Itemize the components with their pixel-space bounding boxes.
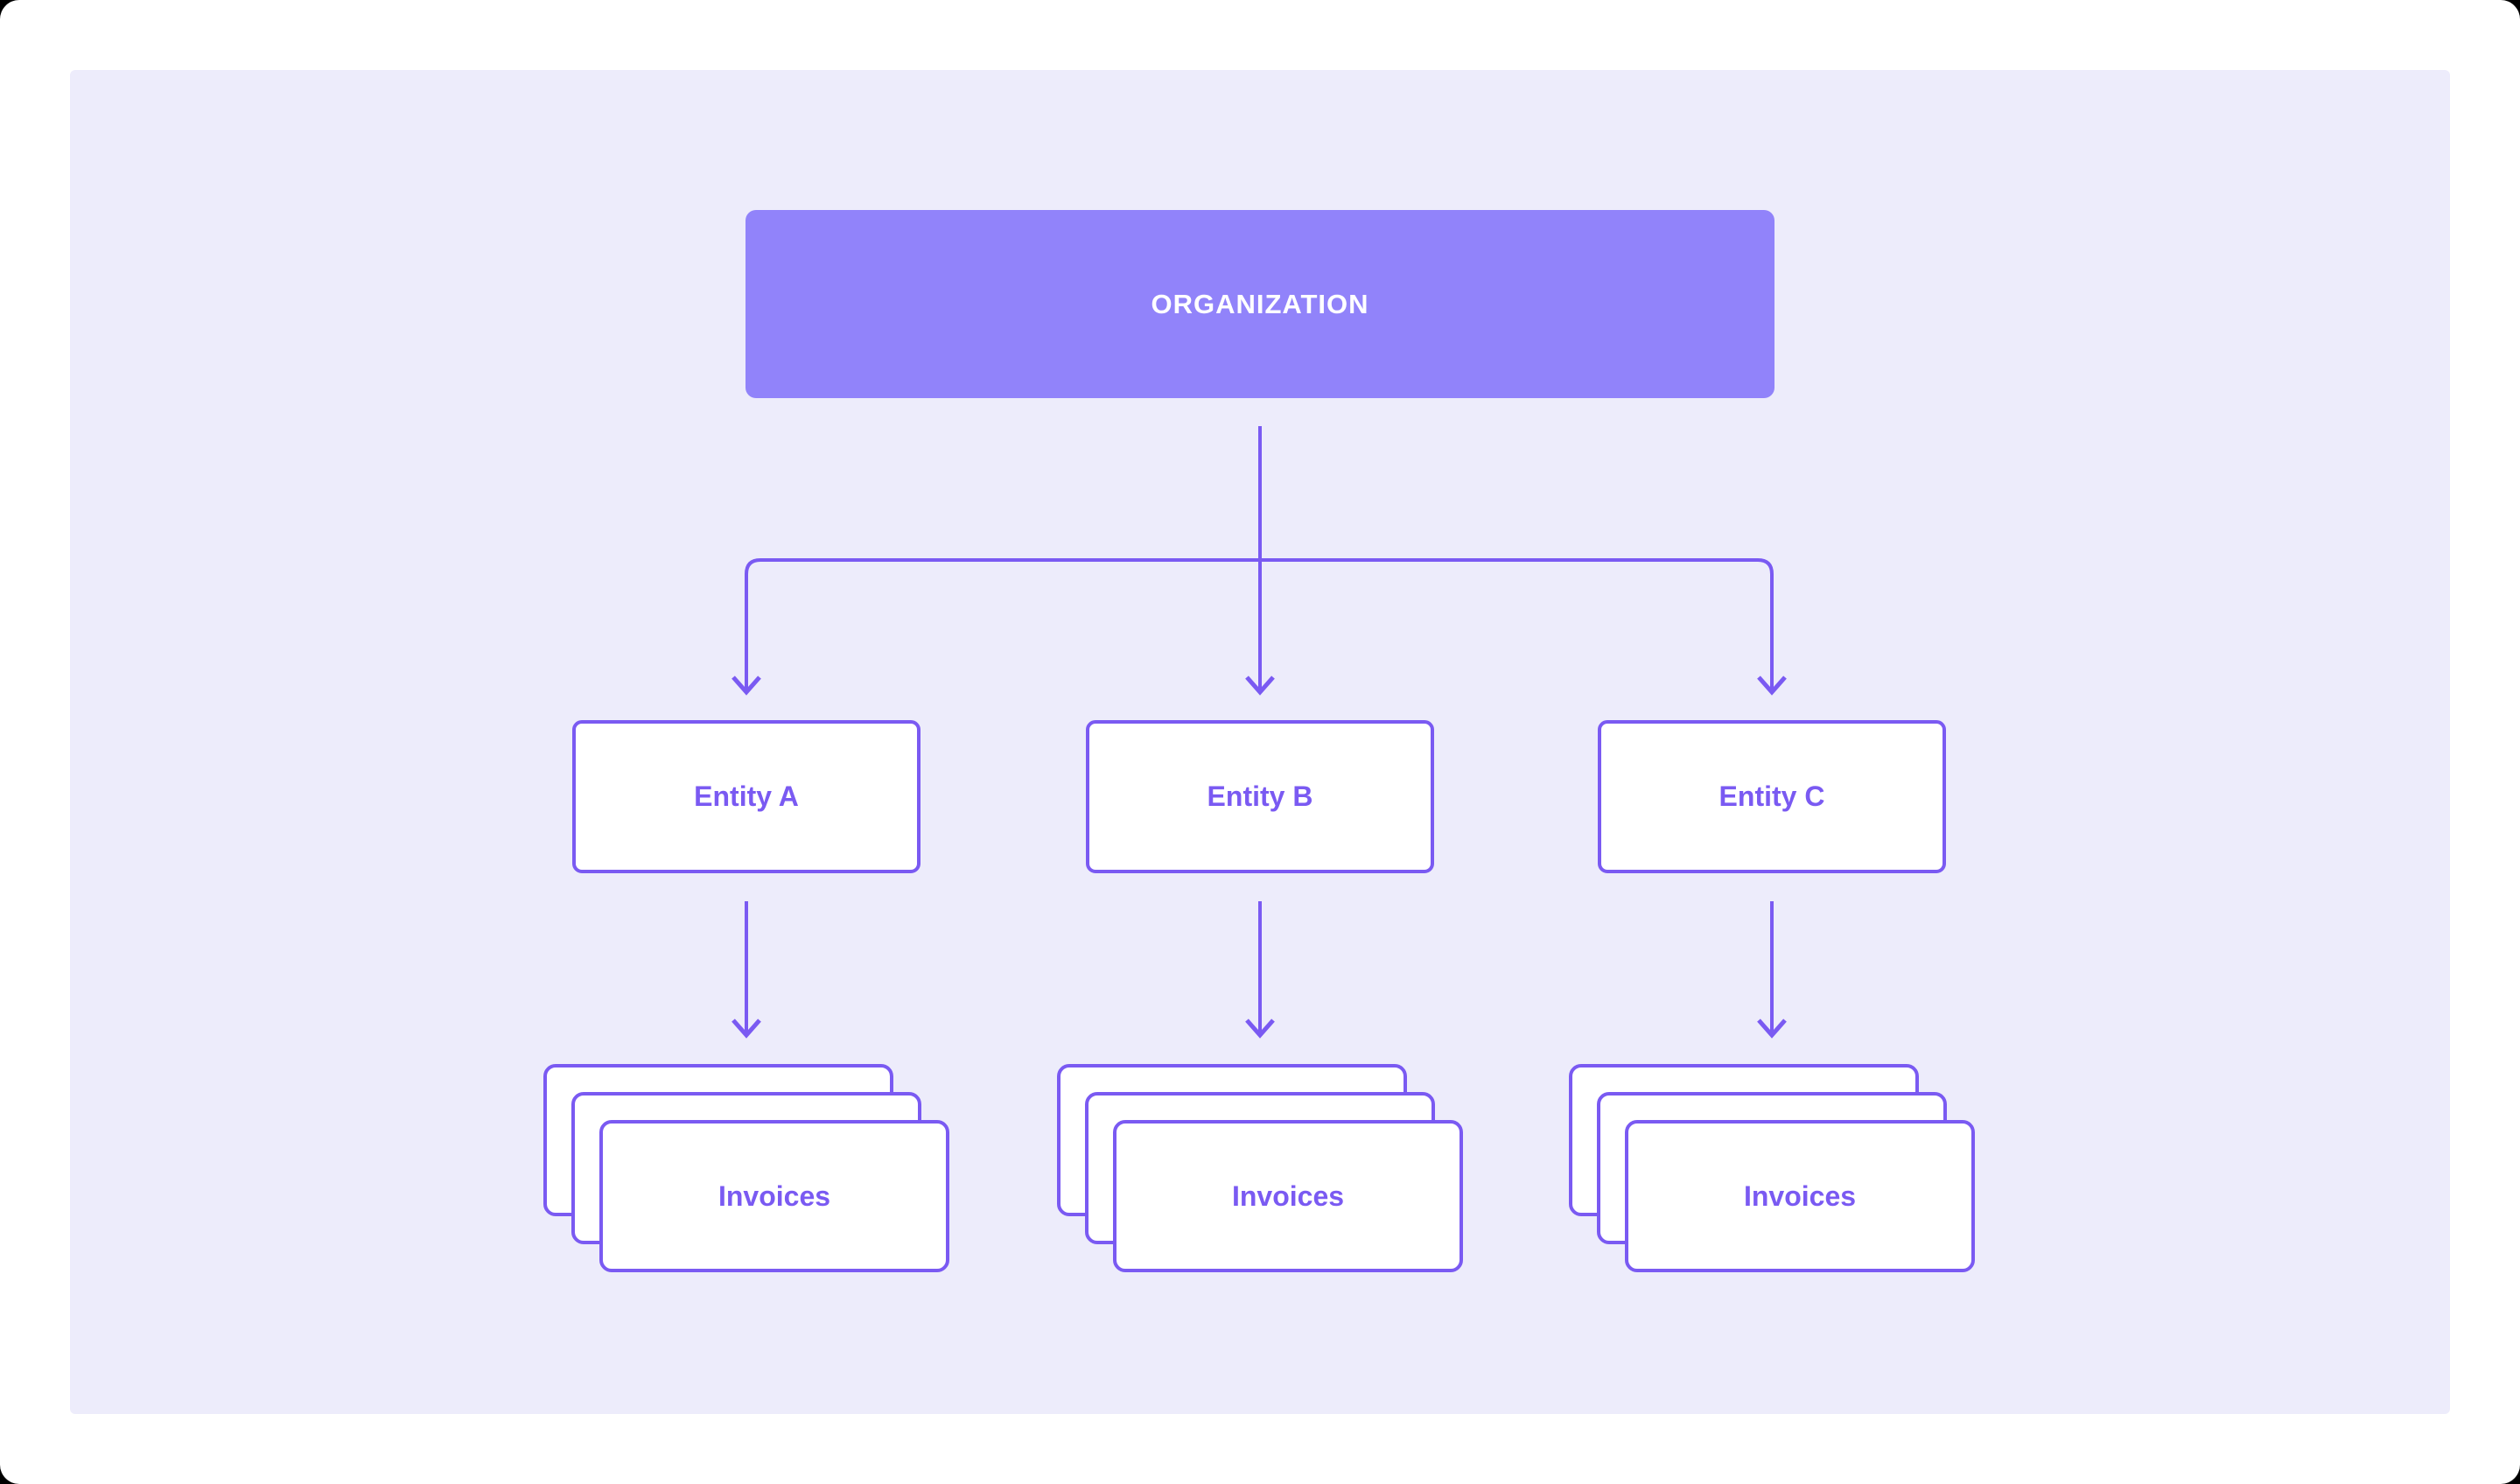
organization-label: ORGANIZATION [1151, 288, 1369, 319]
entity-c-label: Entity C [1718, 780, 1825, 812]
entity-a-node: Entity A [572, 720, 920, 873]
entity-c-node: Entity C [1598, 720, 1946, 873]
invoice-card-front: Invoices [1113, 1120, 1463, 1272]
entity-b-node: Entity B [1086, 720, 1434, 873]
invoices-label-c: Invoices [1743, 1180, 1857, 1212]
invoices-label-b: Invoices [1231, 1180, 1345, 1212]
entity-b-label: Entity B [1207, 780, 1313, 812]
organization-node: ORGANIZATION [746, 210, 1774, 398]
entity-a-label: Entity A [694, 780, 799, 812]
invoice-card-front: Invoices [1625, 1120, 1975, 1272]
invoice-card-front: Invoices [599, 1120, 949, 1272]
invoices-label-a: Invoices [718, 1180, 831, 1212]
